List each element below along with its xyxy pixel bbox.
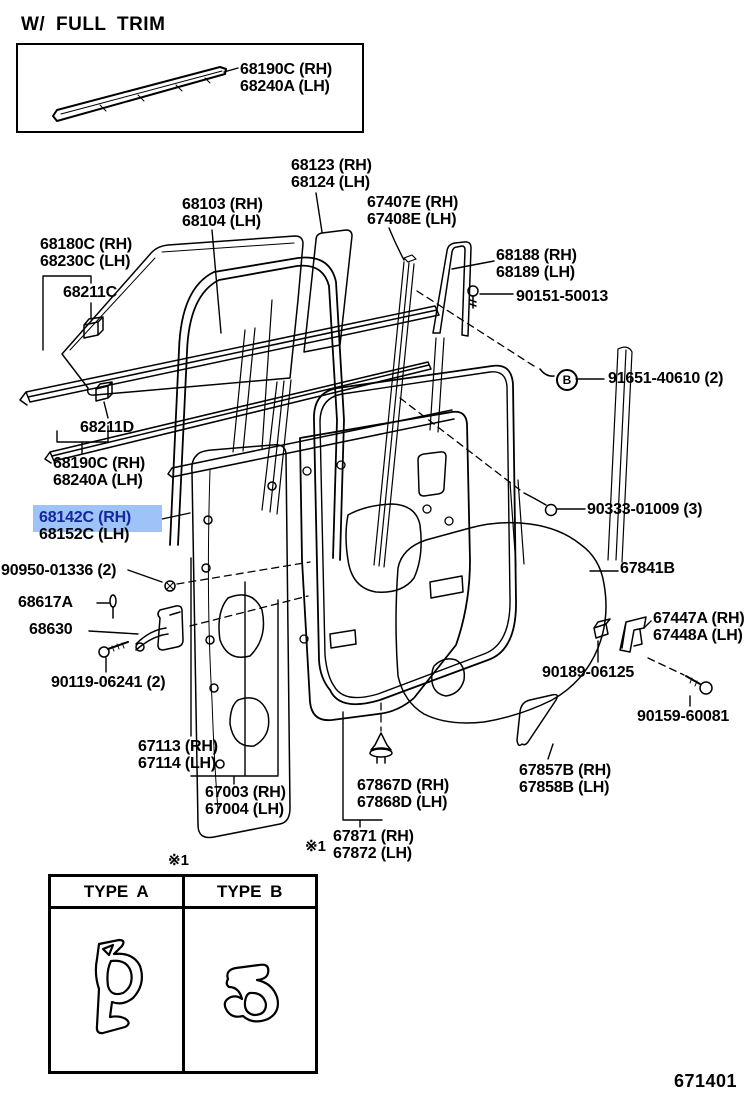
hardware-art	[467, 285, 713, 695]
clip-art	[83, 316, 113, 402]
check-link-art	[98, 580, 184, 658]
seal-table-body	[51, 909, 315, 1071]
quarter-pad-art	[516, 693, 559, 747]
part-label-91651[interactable]: 91651-40610 (2)	[608, 370, 724, 387]
division-bar-art	[373, 254, 417, 568]
part-label-90119[interactable]: 90119-06241 (2)	[51, 674, 166, 691]
belt-molding-art	[19, 305, 440, 464]
part-label-67871[interactable]: 67871 (RH)67872 (LH)	[333, 828, 414, 862]
part-label-68211d[interactable]: 68211D	[80, 419, 134, 436]
part-label-90333[interactable]: 90333-01009 (3)	[587, 501, 703, 518]
diagram-number: 671401	[674, 1071, 738, 1091]
seal-profile-art	[94, 938, 280, 1035]
table-note-symbol: ※1	[168, 852, 189, 869]
type-a-header: TYPE A	[83, 881, 149, 901]
part-label-90159[interactable]: 90159-60081	[637, 708, 730, 725]
part-label-67857b[interactable]: 67857B (RH)67858B (LH)	[519, 762, 612, 796]
seal-table-header: TYPE A TYPE B	[51, 877, 315, 909]
rear-channel-art	[261, 346, 633, 567]
quarter-frame-art	[429, 241, 472, 433]
part-label-68190c-mid[interactable]: 68190C (RH)68240A (LH)	[53, 455, 146, 489]
seal-type-table: TYPE A TYPE B	[48, 874, 318, 1074]
part-label-67003[interactable]: 67003 (RH)67004 (LH)	[205, 784, 286, 818]
marker-b-icon: B	[556, 369, 578, 391]
part-label-68617a[interactable]: 68617A	[18, 594, 73, 611]
trim-strip-art	[52, 66, 239, 122]
part-label-68190c-top[interactable]: 68190C (RH)68240A (LH)	[240, 61, 333, 95]
page-title: W/ FULL TRIM	[21, 14, 166, 35]
leader-lines	[42, 192, 691, 828]
table-divider	[182, 909, 185, 1071]
part-label-67407e[interactable]: 67407E (RH)67408E (LH)	[367, 194, 459, 228]
part-label-68630[interactable]: 68630	[29, 621, 73, 638]
part-label-68211c[interactable]: 68211C	[63, 284, 117, 301]
highlight-box	[33, 505, 162, 532]
part-label-68188[interactable]: 68188 (RH)68189 (LH)	[496, 247, 577, 281]
part-label-67841b[interactable]: 67841B	[620, 560, 675, 577]
part-label-68180c[interactable]: 68180C (RH)68230C (LH)	[40, 236, 133, 270]
part-label-68142c[interactable]: 68142C (RH)68152C (LH)	[39, 509, 132, 543]
dashed-lines	[176, 290, 685, 732]
sash-frame-art	[169, 256, 345, 561]
inner-panel-art	[191, 299, 291, 839]
part-label-90189[interactable]: 90189-06125	[542, 664, 635, 681]
vent-glass-art	[303, 229, 353, 353]
service-hole-cover-art	[395, 521, 607, 724]
door-panel-art	[299, 410, 471, 722]
part-label-67447a[interactable]: 67447A (RH)67448A (LH)	[653, 610, 745, 644]
push-clip-art	[369, 732, 393, 764]
part-label-67113[interactable]: 67113 (RH)67114 (LH)	[138, 738, 218, 772]
part-label-68103[interactable]: 68103 (RH)68104 (LH)	[182, 196, 263, 230]
part-label-90151[interactable]: 90151-50013	[516, 288, 609, 305]
part-label-90950[interactable]: 90950-01336 (2)	[1, 562, 117, 579]
part-label-67867d[interactable]: 67867D (RH)67868D (LH)	[357, 777, 450, 811]
full-trim-box	[16, 43, 364, 133]
part-label-68123[interactable]: 68123 (RH)68124 (LH)	[291, 157, 372, 191]
note-symbol-67871: ※1	[305, 838, 326, 855]
belt-bar-art	[167, 409, 455, 478]
weatherstrip-loop-art	[313, 364, 517, 706]
door-glass-art	[61, 235, 304, 396]
type-b-header: TYPE B	[181, 877, 316, 906]
